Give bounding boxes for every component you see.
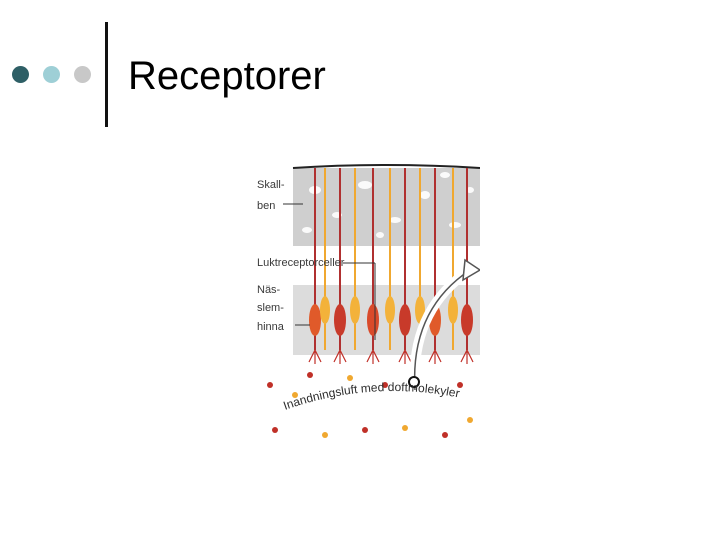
label-mucosa-line1: Näs- — [257, 284, 281, 296]
label-skull-line1: Skall- — [257, 179, 285, 191]
label-skull-line2: ben — [257, 200, 275, 212]
skull-bone-layer — [293, 168, 480, 246]
title-divider — [105, 22, 108, 127]
bullet-dot-dark — [12, 66, 29, 83]
label-mucosa-line2: slem- — [257, 302, 284, 314]
label-receptors: Luktreceptorceller — [257, 257, 345, 269]
slide-title: Receptorer — [128, 52, 326, 100]
bullet-dot-gray — [74, 66, 91, 83]
olfactory-receptor-illustration: Skall- ben Luktreceptorceller Näs- slem-… — [255, 160, 480, 445]
label-mucosa-line3: hinna — [257, 321, 285, 333]
curve-label: Inandningsluft med doftmolekyler — [281, 380, 460, 413]
bullet-dot-light-teal — [43, 66, 60, 83]
